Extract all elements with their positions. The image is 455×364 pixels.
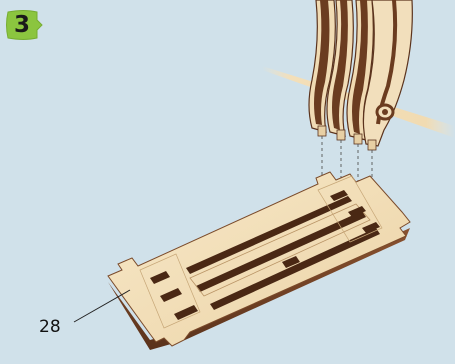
base-part-28 bbox=[108, 172, 410, 350]
curved-side-plates bbox=[262, 0, 455, 150]
part-label-28: 28 bbox=[39, 319, 61, 336]
step-number: 3 bbox=[14, 14, 30, 37]
part-28-leader-line bbox=[74, 290, 130, 322]
